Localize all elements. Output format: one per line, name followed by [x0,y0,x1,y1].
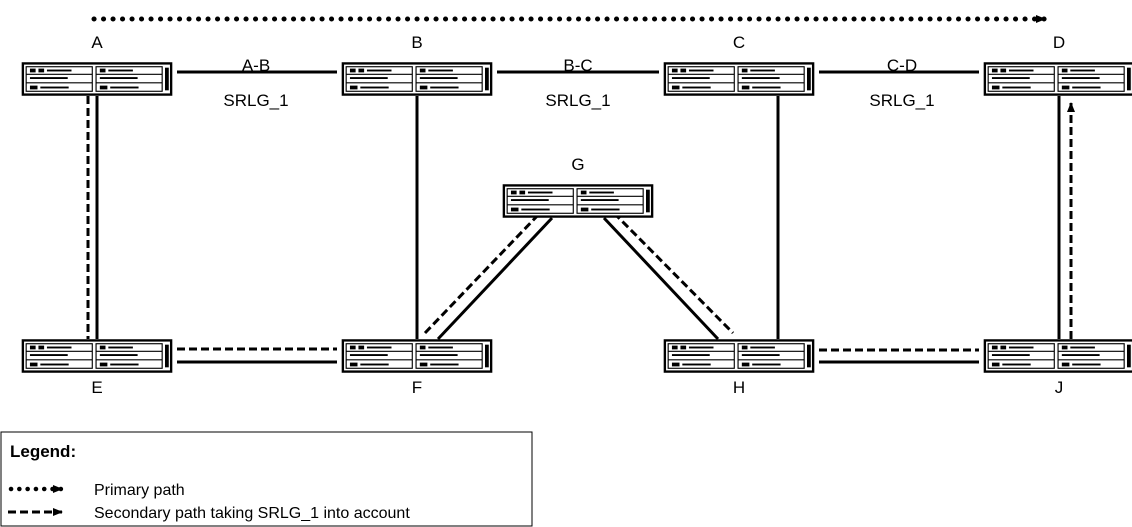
node-label-H: H [733,378,745,397]
link-srlg-c-d: SRLG_1 [869,91,934,110]
link-f-g [438,218,552,339]
router-d-icon [985,63,1132,94]
node-label-A: A [91,33,103,52]
node-label-F: F [412,378,422,397]
legend-primary-label: Primary path [94,482,185,499]
secondary-segment-f-g [425,213,540,333]
link-label-c-d: C-D [887,56,917,75]
node-label-C: C [733,33,745,52]
secondary-segment-g-h [614,213,733,333]
legend-title: Legend: [10,442,76,461]
link-label-b-c: B-C [563,56,592,75]
router-c-icon [665,63,813,94]
secondary-path [88,96,1071,350]
node-label-G: G [571,155,584,174]
link-g-h [604,218,718,339]
router-j-icon [985,340,1132,371]
node-label-J: J [1055,378,1064,397]
link-srlg-b-c: SRLG_1 [545,91,610,110]
router-f-icon [343,340,491,371]
legend: Legend: Primary path Secondary path taki… [1,432,532,526]
node-label-B: B [411,33,422,52]
router-g-icon [504,185,652,216]
router-h-icon [665,340,813,371]
node-label-D: D [1053,33,1065,52]
node-label-E: E [91,378,102,397]
router-a-icon [23,63,171,94]
link-srlg-a-b: SRLG_1 [223,91,288,110]
link-label-a-b: A-B [242,56,270,75]
router-e-icon [23,340,171,371]
router-b-icon [343,63,491,94]
legend-secondary-label: Secondary path taking SRLG_1 into accoun… [94,505,410,522]
